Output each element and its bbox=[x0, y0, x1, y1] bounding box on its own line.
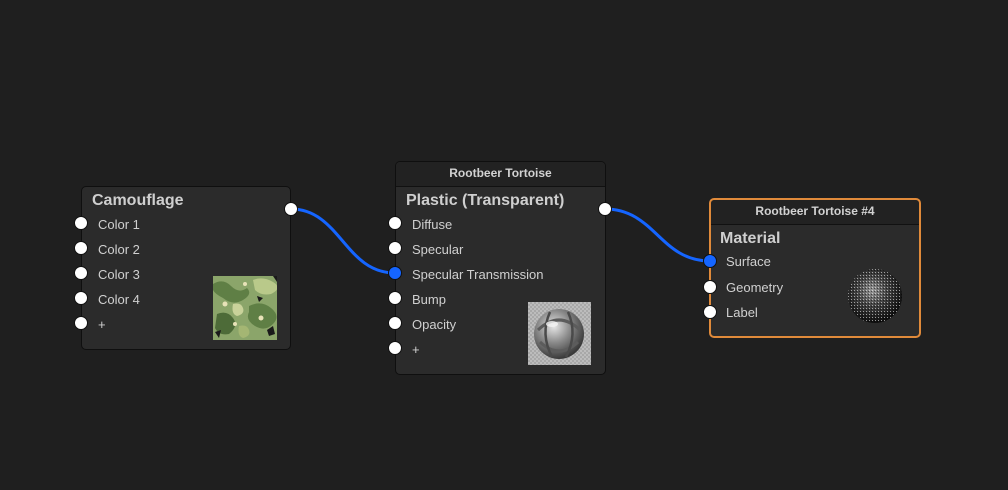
port-label: Geometry bbox=[726, 279, 784, 295]
input-row-specular: Specular bbox=[396, 239, 463, 259]
input-row-color-4: Color 4 bbox=[82, 289, 140, 309]
wire-camouflage-to-specular-transmission[interactable] bbox=[290, 207, 396, 275]
port-label: Color 4 bbox=[98, 291, 140, 307]
material-input-port-label[interactable] bbox=[703, 305, 717, 319]
input-row-color-1: Color 1 bbox=[82, 214, 140, 234]
camouflage-input-port-color-4[interactable] bbox=[74, 291, 88, 305]
plastic-output-port[interactable] bbox=[598, 202, 612, 216]
camouflage-input-port-color-1[interactable] bbox=[74, 216, 88, 230]
camouflage-output-port[interactable] bbox=[284, 202, 298, 216]
plastic-input-port-add[interactable] bbox=[388, 341, 402, 355]
input-row-color-3: Color 3 bbox=[82, 264, 140, 284]
node-title: Plastic (Transparent) bbox=[406, 192, 565, 209]
node-header: Rootbeer Tortoise bbox=[396, 162, 605, 187]
port-label: Opacity bbox=[412, 316, 457, 332]
camouflage-texture-icon bbox=[213, 276, 277, 340]
node-title: Camouflage bbox=[92, 192, 184, 209]
material-input-port-geometry[interactable] bbox=[703, 280, 717, 294]
input-row-color-2: Color 2 bbox=[82, 239, 140, 259]
port-label: Diffuse bbox=[412, 216, 453, 232]
port-label: Color 3 bbox=[98, 266, 140, 282]
input-row-surface: Surface bbox=[711, 251, 771, 271]
input-row-specular-transmission: Specular Transmission bbox=[396, 264, 544, 284]
input-row-label: Label bbox=[711, 302, 758, 322]
input-row-bump: Bump bbox=[396, 289, 446, 309]
port-label: + bbox=[98, 316, 106, 332]
node-title: Material bbox=[720, 230, 781, 247]
port-label: Specular Transmission bbox=[412, 266, 544, 282]
plastic-sphere-preview-icon bbox=[528, 302, 591, 365]
port-label: Label bbox=[726, 304, 758, 320]
plastic-input-port-opacity[interactable] bbox=[388, 316, 402, 330]
port-label: Color 2 bbox=[98, 241, 140, 257]
input-row-geometry: Geometry bbox=[711, 277, 783, 297]
wire-plastic-to-surface[interactable] bbox=[604, 207, 711, 263]
input-row-add: + bbox=[82, 314, 106, 334]
node-header: Rootbeer Tortoise #4 bbox=[711, 200, 919, 225]
input-row-opacity: Opacity bbox=[396, 314, 456, 334]
port-label: Color 1 bbox=[98, 216, 140, 232]
plastic-input-port-specular-transmission[interactable] bbox=[388, 266, 402, 280]
input-row-diffuse: Diffuse bbox=[396, 214, 452, 234]
material-sphere-preview-icon bbox=[845, 266, 905, 326]
port-label: + bbox=[412, 341, 420, 357]
plastic-input-port-diffuse[interactable] bbox=[388, 216, 402, 230]
plastic-input-port-bump[interactable] bbox=[388, 291, 402, 305]
camouflage-node[interactable]: Camouflage Color 1 Color 2 Color 3 Color… bbox=[81, 186, 291, 350]
input-row-add: + bbox=[396, 339, 420, 359]
material-input-port-surface[interactable] bbox=[703, 254, 717, 268]
camouflage-input-port-add[interactable] bbox=[74, 316, 88, 330]
material-node[interactable]: Rootbeer Tortoise #4 Material Surface Ge… bbox=[709, 198, 921, 338]
port-label: Specular bbox=[412, 241, 464, 257]
camouflage-input-port-color-2[interactable] bbox=[74, 241, 88, 255]
port-label: Bump bbox=[412, 291, 446, 307]
port-label: Surface bbox=[726, 253, 771, 269]
plastic-transparent-node[interactable]: Rootbeer Tortoise Plastic (Transparent) … bbox=[395, 161, 606, 375]
plastic-input-port-specular[interactable] bbox=[388, 241, 402, 255]
camouflage-input-port-color-3[interactable] bbox=[74, 266, 88, 280]
